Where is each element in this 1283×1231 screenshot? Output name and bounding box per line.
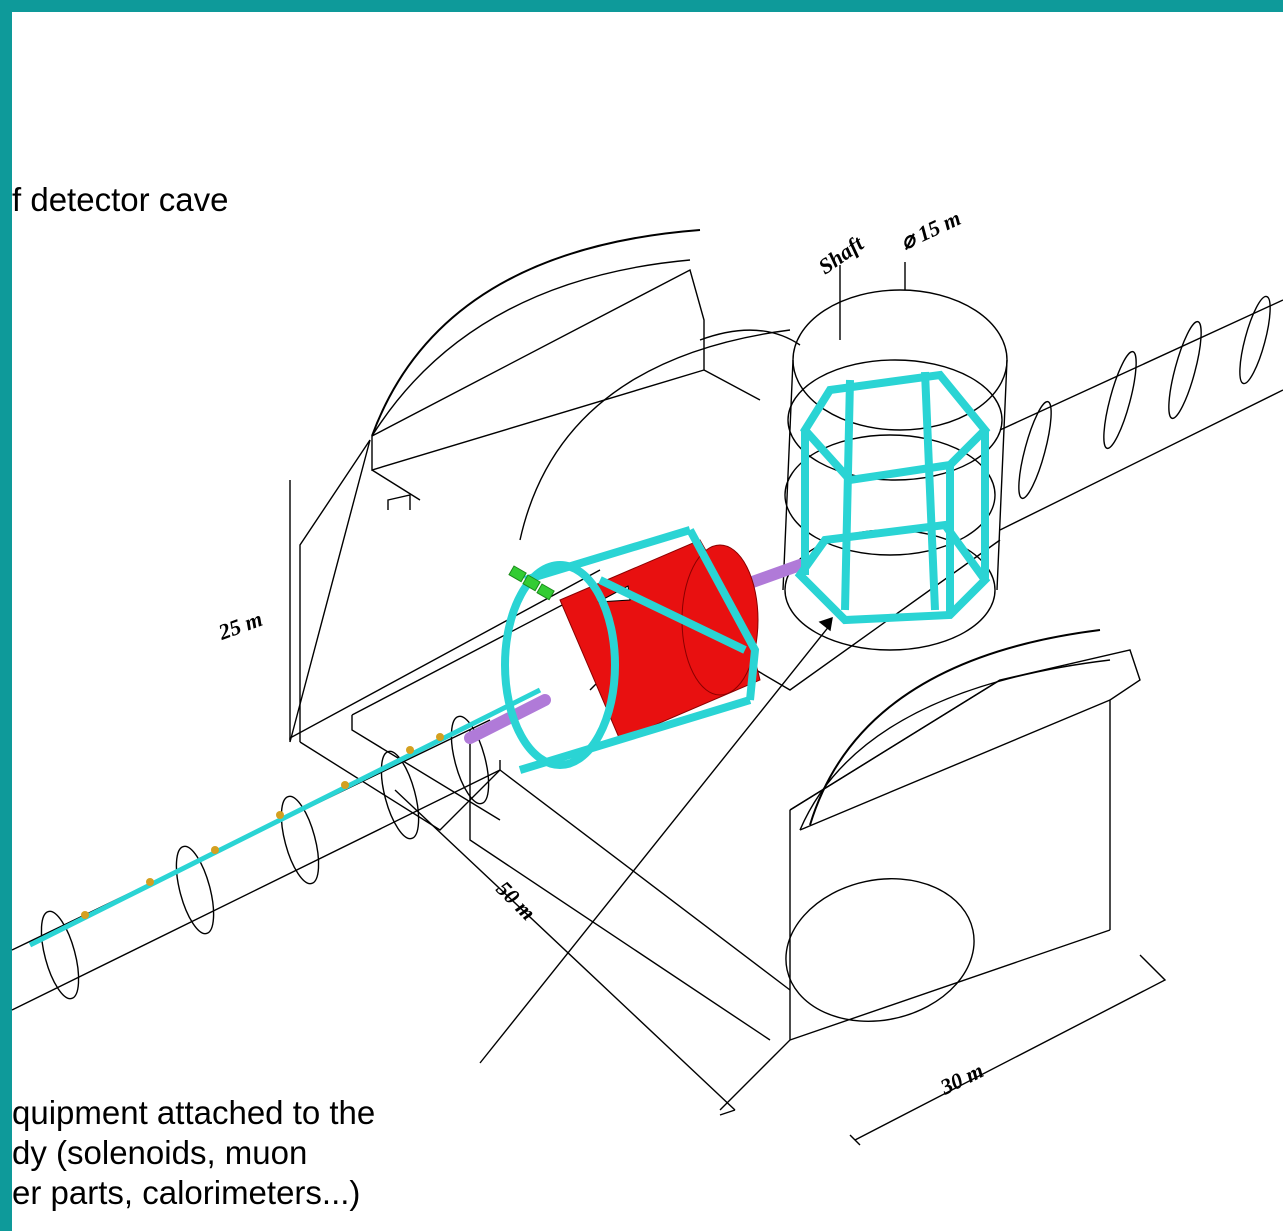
- frame-top-border: [0, 0, 1283, 12]
- detector-modules: [508, 565, 555, 601]
- shaft-label: Shaft: [814, 230, 869, 279]
- shaft-ring-2: [787, 359, 1003, 481]
- shaft-ring-3: [784, 434, 996, 556]
- leader-line-caption: [479, 624, 831, 1064]
- cave-left-arch: [371, 259, 691, 437]
- length-dimension-line: [394, 789, 736, 1111]
- caption-bottom: quipment attached to the dy (solenoids, …: [12, 1093, 375, 1213]
- caption-bottom-line: dy (solenoids, muon: [12, 1134, 308, 1171]
- detector-frame: [501, 526, 760, 774]
- frame-left-border: [0, 0, 12, 1231]
- shaft-diameter-label: ⌀ 15 m: [897, 205, 965, 254]
- cave-right-box: [719, 810, 791, 1111]
- right-tunnel: [999, 299, 1283, 531]
- length-dimension-label: 50 m: [491, 876, 540, 925]
- caption-bottom-line: quipment attached to the: [12, 1094, 376, 1131]
- caption-top: f detector cave: [12, 181, 229, 218]
- left-tunnel: [11, 719, 501, 1011]
- shaft-support-structure: [794, 370, 991, 625]
- caption-bottom-line: er parts, calorimeters...): [12, 1174, 361, 1211]
- width-dimension-line: [854, 954, 1167, 1141]
- height-dimension-label: 25 m: [214, 606, 265, 645]
- width-dimension-label: 30 m: [935, 1057, 987, 1099]
- shaft-diameter-leader: [839, 262, 906, 340]
- cave-middle-arch: [519, 329, 791, 541]
